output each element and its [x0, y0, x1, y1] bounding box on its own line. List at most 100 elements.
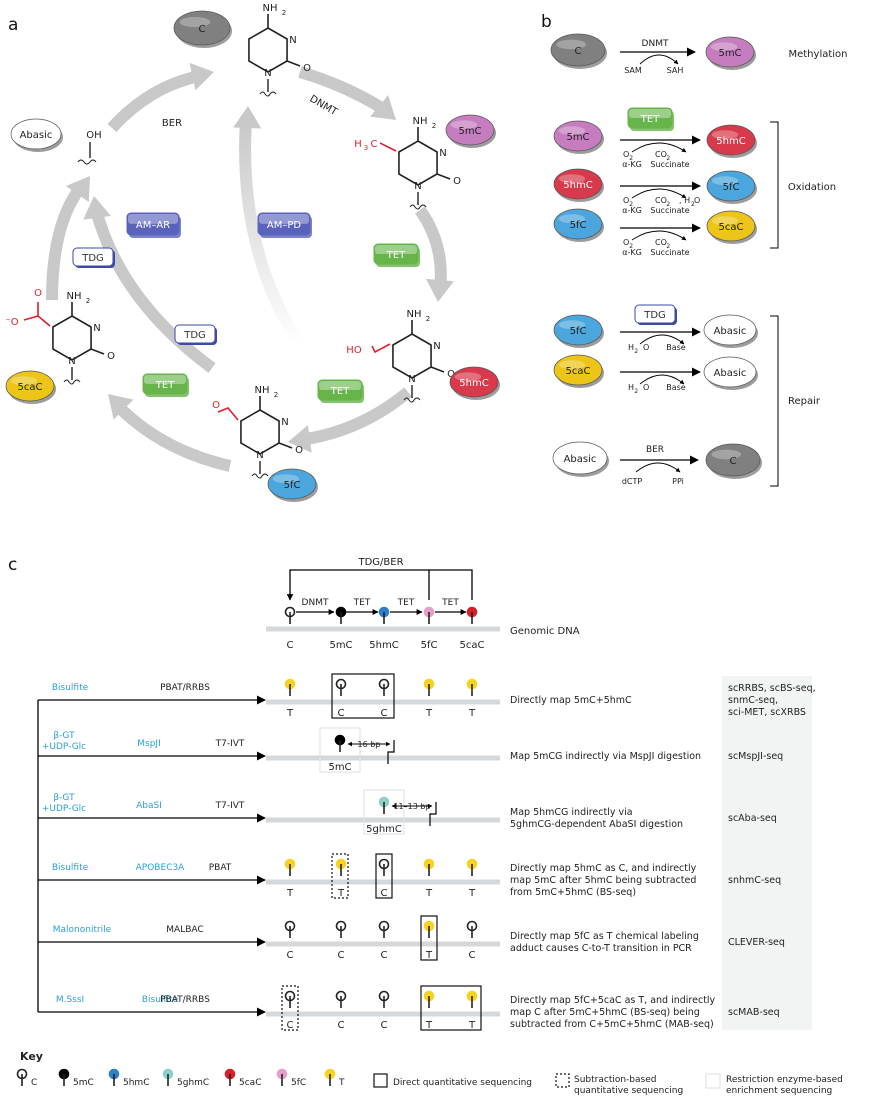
treatment-2-0: β-GT: [53, 793, 75, 803]
top-base-label-4: 5caC: [460, 640, 485, 651]
oval-body: [706, 124, 756, 156]
treatment-2-2: AbaSI: [136, 801, 162, 811]
dna-genomic: [266, 626, 500, 632]
carbonyl-o: O: [295, 445, 303, 456]
subtraction-box-row-3: [331, 853, 349, 899]
treatment-2-3: T7-IVT: [215, 801, 245, 811]
row-base-label-4-0: C: [287, 950, 294, 961]
methyl-h: H: [354, 139, 362, 150]
row-base-label-1-0: 5mC: [328, 762, 351, 773]
box-body: [142, 373, 188, 395]
arrow-dnmt-head: [370, 95, 396, 120]
restriction-box-1: [319, 727, 361, 773]
bracket-oxidation: [770, 121, 779, 249]
carbonyl-bond: [90, 348, 105, 355]
row-base-label-5-0: C: [287, 1020, 294, 1031]
row-method-0-2: sci-MET, scXRBS: [728, 707, 806, 718]
restriction-box-2: [363, 789, 405, 835]
carboxyl-o: O: [34, 288, 42, 299]
top-step-label-3: TET: [441, 598, 459, 608]
oval-label: Abasic: [20, 130, 53, 141]
methyl-3: 3: [364, 144, 368, 152]
ring-n1: N: [414, 181, 421, 192]
oval-label: 5mC: [566, 132, 589, 143]
cof-h2o-rep1-main: H: [628, 343, 634, 352]
treatment-5-0: M.SssI: [56, 995, 84, 1005]
key-title: Key: [20, 1050, 43, 1063]
oval-b-c: C: [550, 33, 607, 69]
top-base-label-3: 5fC: [421, 640, 438, 651]
row-base-label-5-2: C: [381, 1020, 388, 1031]
cof-h-ox2: , H: [679, 196, 690, 205]
box-label: TDG: [81, 253, 104, 264]
oval-body: [445, 114, 495, 146]
box-tet-a2: TET: [317, 379, 364, 403]
row-base-label-3-2: C: [381, 888, 388, 899]
oval-label: 5fC: [570, 220, 587, 231]
label-dnmt: DNMT: [308, 94, 340, 119]
ring-shape: [248, 27, 288, 73]
carboxyl-bond: [37, 302, 51, 327]
oval-shine: [711, 449, 742, 460]
oval-c: C: [173, 10, 232, 48]
label-genomic-dna: Genomic DNA: [510, 626, 580, 637]
box-shine: [319, 381, 361, 390]
arrow-tet-1-head: [425, 278, 454, 302]
amine-label: NH: [407, 309, 422, 320]
top-step-label-2: TET: [397, 598, 415, 608]
arrow-tdg-2-head: [83, 196, 111, 220]
sugar-squiggle: [63, 379, 81, 385]
curl-b-ox1: [631, 142, 687, 153]
key-subtraction-label-1: quantitative sequencing: [574, 1086, 683, 1096]
carboxylcytosine-structure: [52, 315, 92, 361]
ring-n: N: [93, 323, 100, 334]
cof-base-rep2: Base: [666, 383, 686, 392]
row-base-label-4-2: C: [381, 950, 388, 961]
row-base-label-3-0: T: [286, 888, 294, 899]
carbonyl-bond: [278, 442, 293, 449]
oval-5mc: 5mC: [445, 114, 496, 148]
row-description-2-0: Map 5hmCG indirectly via: [510, 807, 633, 818]
oval-body: [267, 468, 317, 500]
ring-shape: [52, 315, 92, 361]
amine-label: NH: [413, 116, 428, 127]
row-method-0-1: snmC-seq,: [728, 695, 778, 706]
treatment-1-2: MspJI: [137, 739, 160, 749]
oval-label: C: [199, 24, 206, 35]
ring-n: N: [289, 35, 296, 46]
box-am-ar: AM–AR: [126, 212, 181, 238]
oval-shine: [10, 376, 38, 386]
curl-b-sam: [639, 54, 679, 65]
oval-b-5hmc: 5hmC: [553, 168, 604, 202]
oval-body: [552, 441, 608, 475]
cof-h2-ox2-sub: 2: [691, 201, 695, 208]
cof-o2-ox2-sub: 2: [629, 201, 633, 208]
oval-body: [553, 168, 603, 200]
amine-label: NH: [263, 3, 278, 14]
box-label: TET: [330, 386, 350, 397]
treatment-3-0: Bisulfite: [52, 863, 89, 873]
arrow-am-pd: [239, 119, 306, 349]
label-b-dnmt: DNMT: [642, 39, 669, 49]
row-method-3-0: snhmC-seq: [728, 875, 781, 886]
oval-label: 5mC: [718, 48, 741, 59]
carbonyl-bond: [286, 60, 301, 67]
oval-shine: [16, 124, 44, 134]
oval-label: 5mC: [458, 126, 481, 137]
oval-shine: [450, 120, 478, 130]
treatment-5-2: PBAT/RRBS: [160, 995, 210, 1005]
box-label: AM–PD: [267, 220, 301, 231]
label-oxidation: Oxidation: [788, 182, 836, 193]
dna-row-4: [266, 941, 500, 947]
carbonyl-o: O: [447, 369, 455, 380]
key-direct-label: Direct quantitative sequencing: [393, 1078, 532, 1088]
oval-body: [553, 120, 603, 152]
oval-shine: [711, 130, 739, 140]
arrow-tdg-1: [46, 184, 85, 301]
distance-label-2: 11–13 bp: [393, 802, 430, 811]
treatment-0-2: PBAT/RRBS: [160, 683, 210, 693]
cof-o2-ox2-main: O: [623, 196, 629, 205]
box-label: TET: [386, 250, 406, 261]
